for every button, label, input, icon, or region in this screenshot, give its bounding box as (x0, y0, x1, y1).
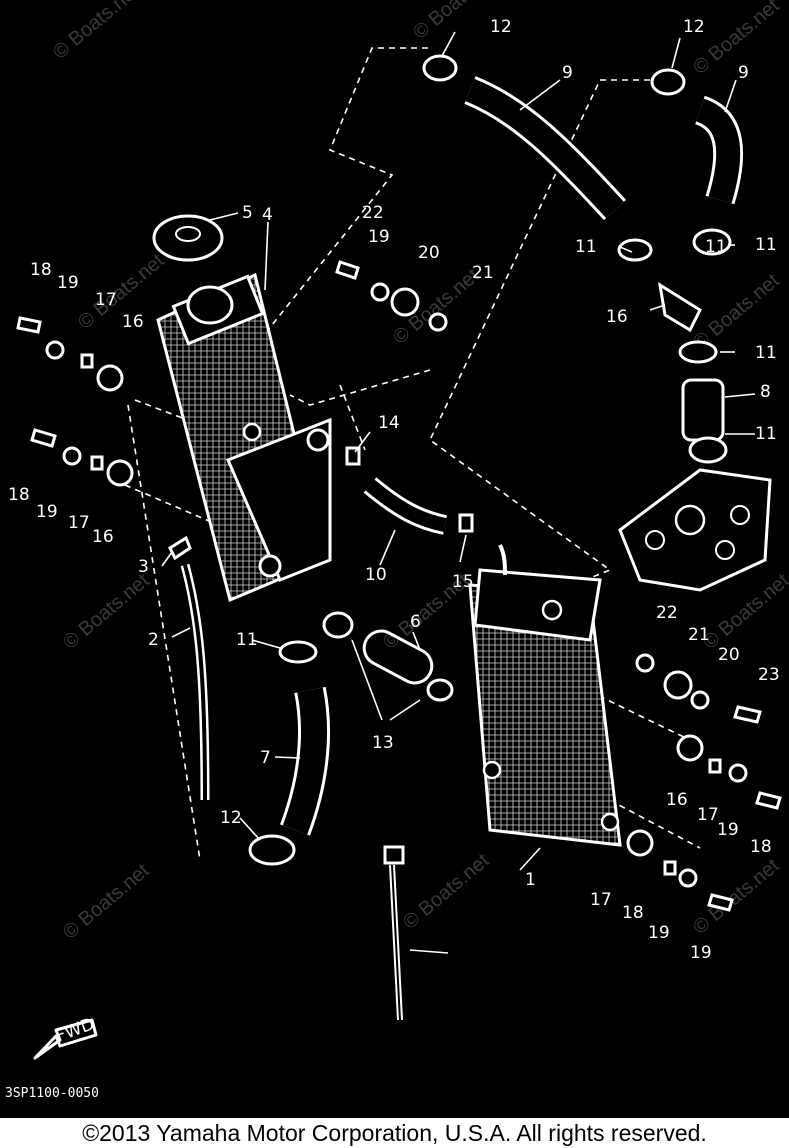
callout-3: 3 (138, 557, 149, 577)
callout-19: 19 (717, 820, 739, 840)
drawing-code: 3SP1100-0050 (5, 1086, 99, 1101)
watermark-text: © Boats.net (49, 0, 144, 64)
callout-16: 16 (92, 527, 114, 547)
callout-20: 20 (418, 243, 440, 263)
cylinder-head (618, 468, 772, 592)
callout-11: 11 (705, 237, 727, 257)
callout-13: 13 (372, 733, 394, 753)
radiator-cap (152, 214, 224, 262)
callout-18: 18 (8, 485, 30, 505)
callout-18: 18 (622, 903, 644, 923)
callout-1: 1 (525, 870, 536, 890)
left-radiator (156, 272, 332, 603)
callout-19: 19 (368, 227, 390, 247)
callout-23: 23 (758, 665, 780, 685)
watermark-text: © Boats.net (59, 859, 154, 943)
callout-9: 9 (738, 63, 749, 83)
fwd-arrow-icon: FWD (33, 1014, 98, 1060)
callout-16: 16 (606, 307, 628, 327)
callout-9: 9 (562, 63, 573, 83)
callout-15: 15 (452, 572, 474, 592)
callout-21: 21 (688, 625, 710, 645)
callout-ticks (161, 31, 756, 954)
callout-12: 12 (220, 808, 242, 828)
callout-18: 18 (750, 837, 772, 857)
callout-22: 22 (656, 603, 678, 623)
callout-11: 11 (575, 237, 597, 257)
callout-19: 19 (648, 923, 670, 943)
cable-tie (383, 845, 405, 1021)
callout-17: 17 (95, 290, 117, 310)
callout-21: 21 (472, 263, 494, 283)
callout-5: 5 (242, 203, 253, 223)
callout-12: 12 (683, 17, 705, 37)
hose-clamps (248, 54, 732, 866)
callout-19: 19 (690, 943, 712, 963)
parts-diagram: © Boats.net © Boats.net © Boats.net © Boats… (0, 0, 789, 1118)
callout-8: 8 (760, 382, 771, 402)
callout-14: 14 (378, 413, 400, 433)
callout-17: 17 (590, 890, 612, 910)
mount-hardware (16, 260, 782, 912)
callout-12: 12 (490, 17, 512, 37)
callout-18: 18 (30, 260, 52, 280)
exploded-view: © Boats.net © Boats.net © Boats.net © Boats… (5, 0, 789, 1101)
callout-11: 11 (236, 630, 258, 650)
callout-16: 16 (666, 790, 688, 810)
callout-19: 19 (36, 502, 58, 522)
callout-22: 22 (362, 203, 384, 223)
callout-16: 16 (122, 312, 144, 332)
watermark-text: © Boats.net (399, 849, 494, 933)
callout-19: 19 (57, 273, 79, 293)
callout-2: 2 (148, 630, 159, 650)
callout-17: 17 (697, 805, 719, 825)
right-radiator (468, 568, 622, 847)
callout-17: 17 (68, 513, 90, 533)
watermark-text: © Boats.net (689, 854, 784, 938)
callout-20: 20 (718, 645, 740, 665)
watermark-text: © Boats.net (689, 0, 784, 79)
hoses (180, 76, 744, 836)
callout-11: 11 (755, 424, 777, 444)
watermark-text: © Boats.net (59, 569, 154, 653)
callout-11: 11 (755, 343, 777, 363)
callout-11: 11 (755, 235, 777, 255)
callout-7: 7 (260, 748, 271, 768)
callout-6: 6 (410, 612, 421, 632)
copyright-notice: ©2013 Yamaha Motor Corporation, U.S.A. A… (82, 1120, 707, 1146)
callout-10: 10 (365, 565, 387, 585)
callout-4: 4 (262, 205, 273, 225)
